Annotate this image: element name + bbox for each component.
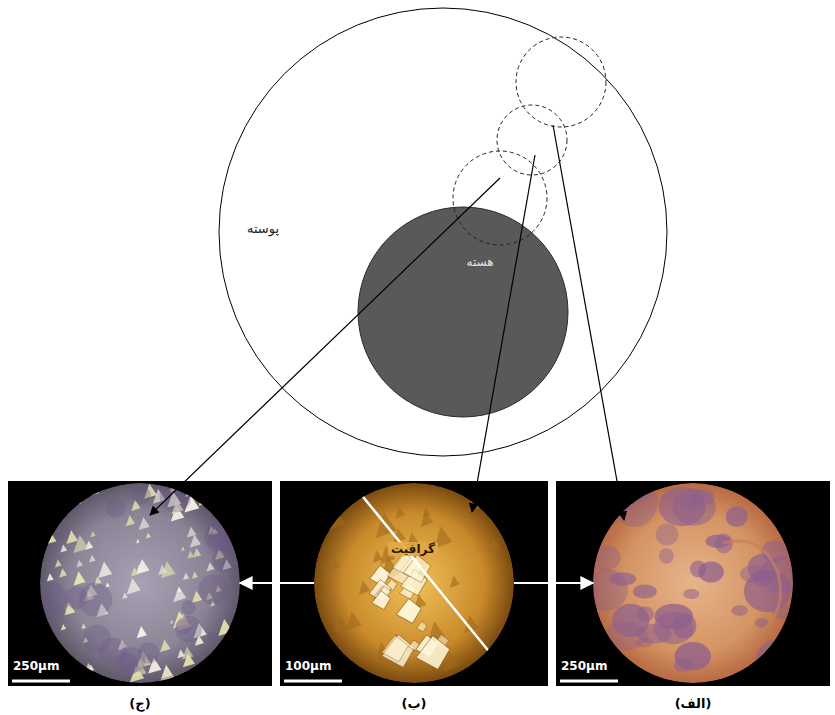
panel-caption: (ج) xyxy=(129,696,150,712)
comparison-arrow xyxy=(240,582,314,584)
panel-caption: (ب) xyxy=(402,696,427,712)
phase-label: گرافیت xyxy=(388,542,438,556)
shell-label: پوسته xyxy=(247,221,279,237)
core-fill xyxy=(357,206,569,418)
micrograph-panel: 250µm(ج) xyxy=(8,481,272,686)
shell-circle: پوسته هسته xyxy=(218,7,668,457)
scale-bar-label: 100µm xyxy=(285,659,331,673)
micrograph-panel: 250µm(الف) xyxy=(556,481,830,686)
micrograph-image xyxy=(280,481,548,686)
scale-bar-label: 250µm xyxy=(561,659,607,673)
core-label: هسته xyxy=(466,255,493,269)
micrograph-image xyxy=(8,481,272,686)
scale-bar-label: 250µm xyxy=(13,659,59,673)
panel-caption: (الف) xyxy=(675,696,712,712)
core-circle: هسته xyxy=(357,206,569,418)
comparison-arrow xyxy=(514,582,593,584)
micrograph-image xyxy=(556,481,830,686)
micrograph-panel: گرافیت100µm(ب) xyxy=(280,481,548,686)
